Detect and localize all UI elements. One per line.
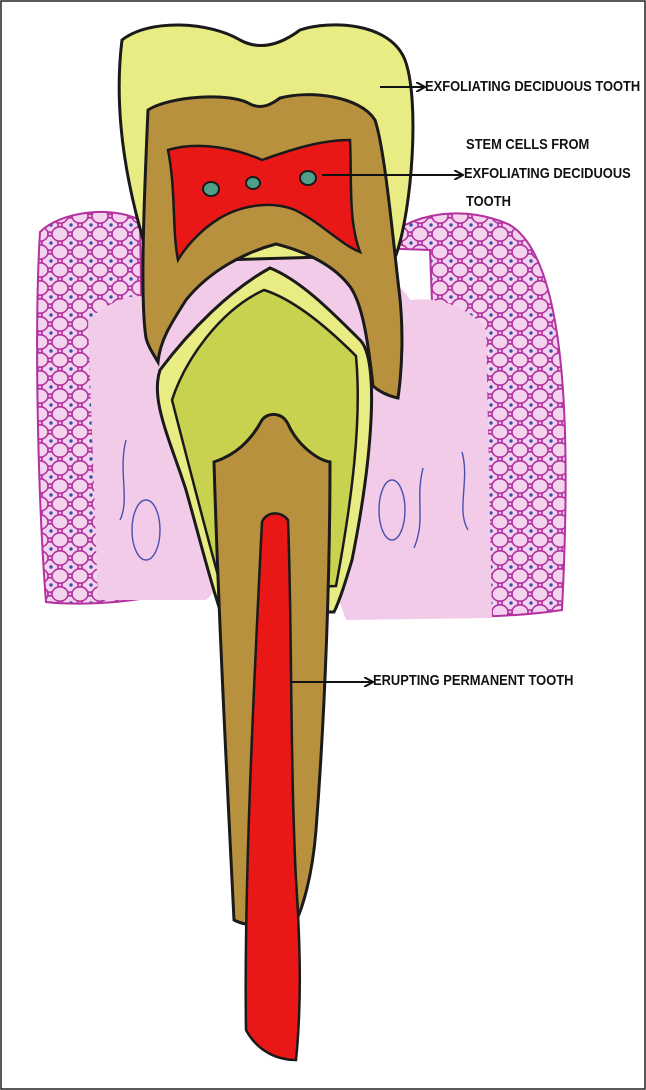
label-stem-cells-line-2: EXFOLIATING DECIDUOUS [464, 163, 631, 184]
label-stem-cells-line-1: STEM CELLS FROM [466, 134, 589, 155]
label-exfoliating-tooth: EXFOLIATING DECIDUOUS TOOTH [425, 76, 640, 97]
label-erupting-tooth: ERUPTING PERMANENT TOOTH [373, 670, 573, 691]
label-stem-cells-line-3: TOOTH [466, 191, 511, 212]
